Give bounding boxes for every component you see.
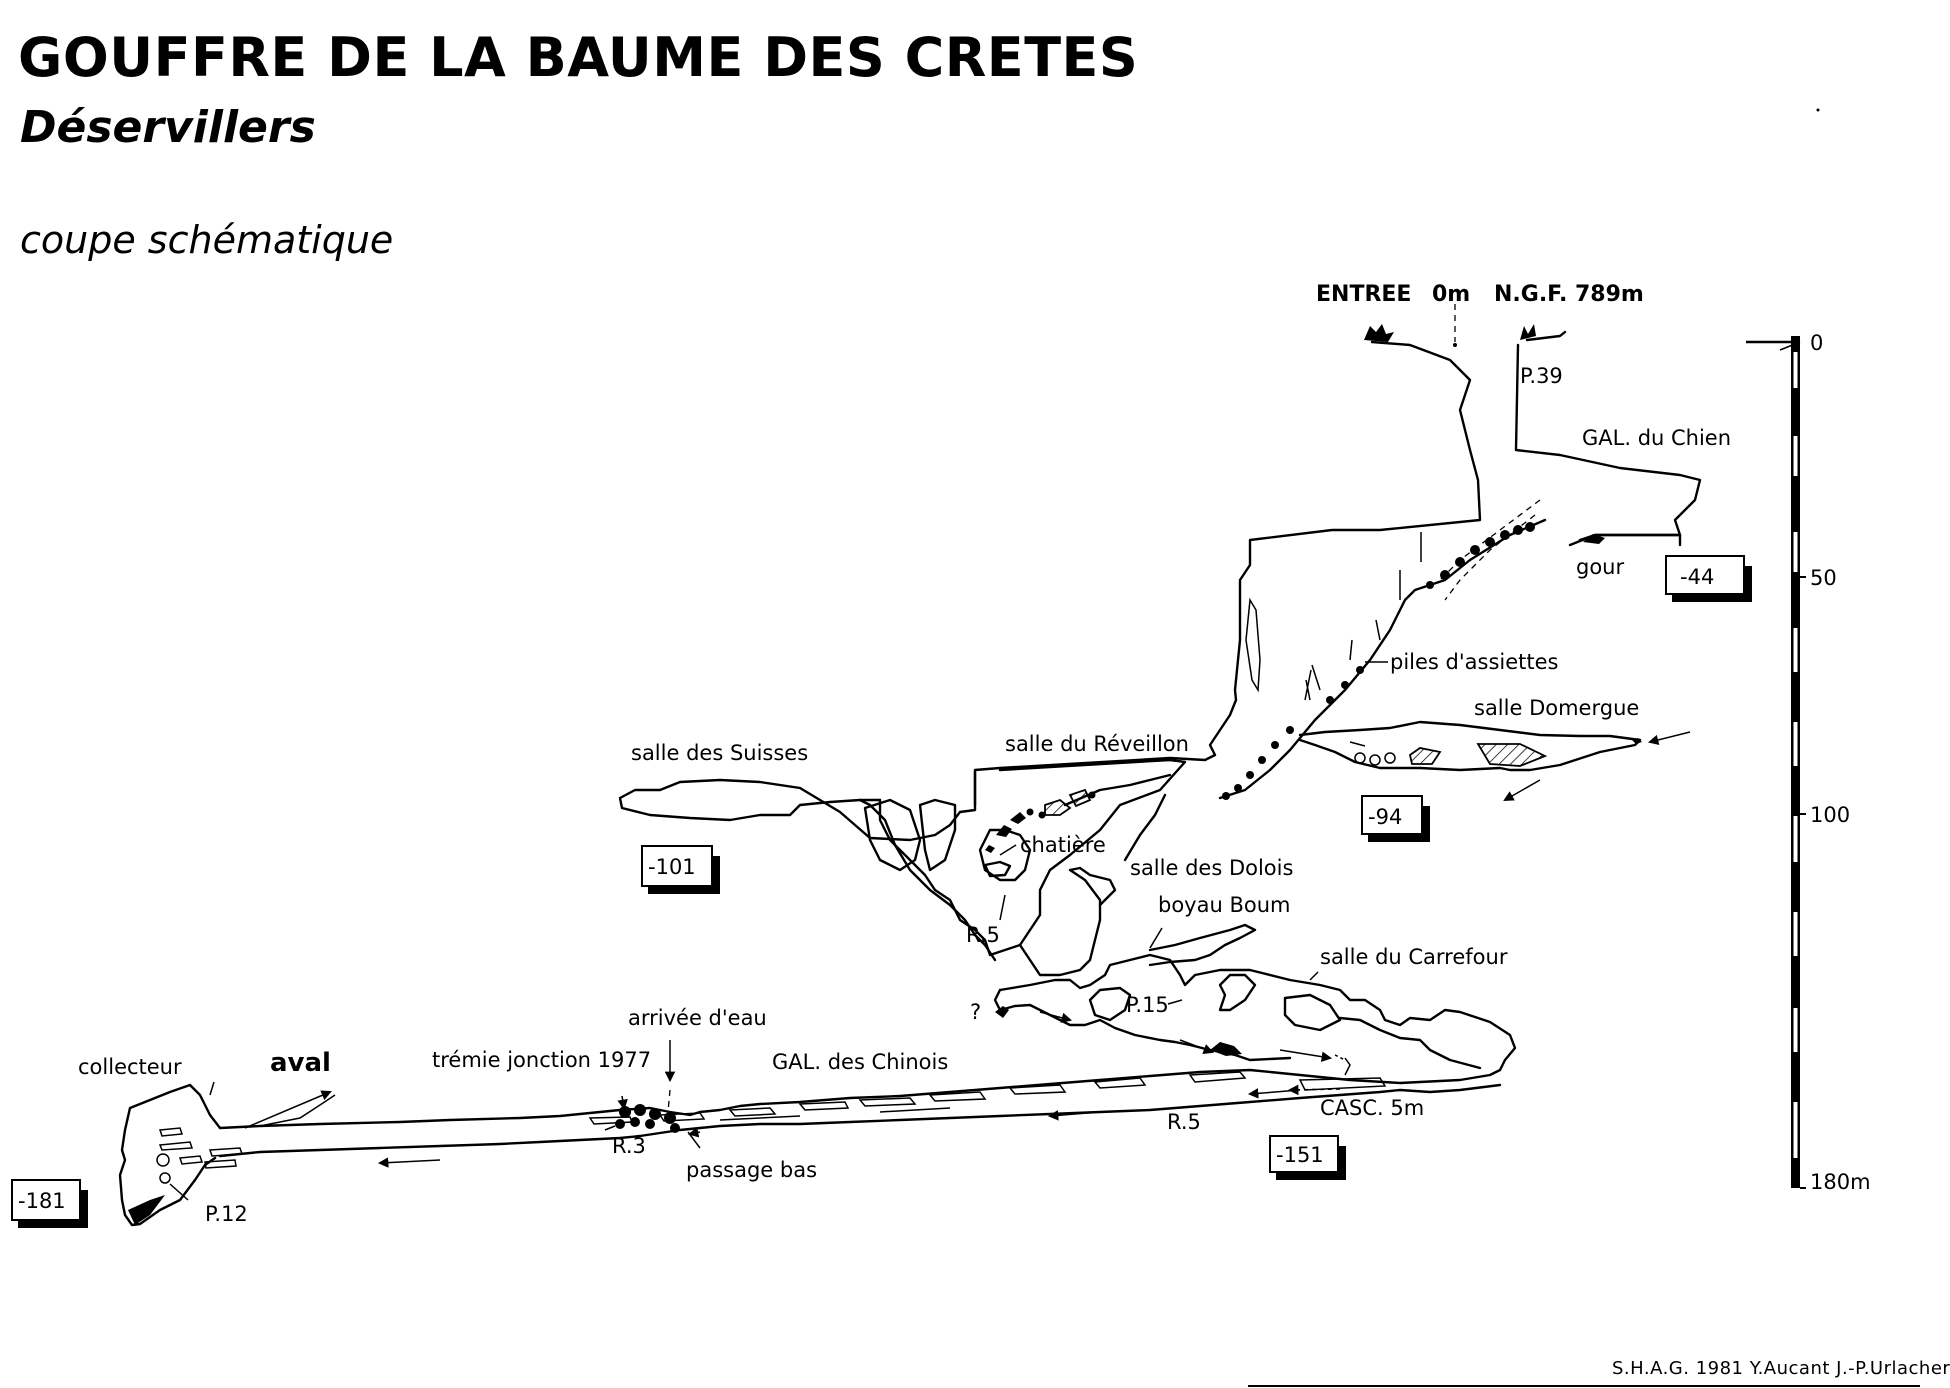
salle-dolois <box>1018 793 1257 977</box>
map-title: GOUFFRE DE LA BAUME DES CRETES <box>18 26 1139 89</box>
label-passage-bas: passage bas <box>686 1158 817 1182</box>
label-salle-suisses: salle des Suisses <box>631 741 808 765</box>
label-p39: P.39 <box>1520 364 1563 388</box>
flow-arrows <box>1503 731 1691 802</box>
section-type-label: coupe schématique <box>20 218 394 262</box>
label-r5-lower: R.5 <box>1167 1110 1201 1134</box>
gal-chien <box>1578 533 1682 547</box>
label-gour: gour <box>1576 555 1624 579</box>
upper-cave-walls <box>973 330 1702 807</box>
collecteur-chamber <box>118 1083 336 1227</box>
map-subtitle: Déservillers <box>20 102 316 153</box>
salle-reveillon-suisses <box>618 758 1187 962</box>
svg-text:-94: -94 <box>1368 805 1402 829</box>
entrance-ngf-label: N.G.F. 789m <box>1494 282 1644 307</box>
salle-domergue <box>1298 720 1642 772</box>
svg-text:-151: -151 <box>1276 1143 1324 1167</box>
scale-tick-50: 50 <box>1810 566 1837 590</box>
survey-credit: S.H.A.G. 1981 Y.Aucant J.-P.Urlacher <box>1612 1358 1950 1379</box>
svg-text:-101: -101 <box>648 855 696 879</box>
leader-lines <box>209 661 1388 1149</box>
gal-des-chinois <box>218 1040 1502 1168</box>
depth-scale: 0 50 100 180m <box>1746 331 1871 1194</box>
salle-carrefour <box>993 953 1517 1072</box>
label-gal-chinois: GAL. des Chinois <box>772 1050 948 1074</box>
svg-text:-44: -44 <box>1680 565 1714 589</box>
label-aval: aval <box>270 1048 331 1078</box>
scale-tick-180m: 180m <box>1810 1170 1871 1194</box>
label-salle-carrefour: salle du Carrefour <box>1320 945 1508 969</box>
depth-box-151: -151 <box>1269 1135 1346 1180</box>
depth-box-181: -181 <box>11 1179 88 1228</box>
label-r3: R.3 <box>612 1134 646 1158</box>
label-r5-upper: R.5 <box>966 923 1000 947</box>
label-gal-chien: GAL. du Chien <box>1582 426 1731 450</box>
label-salle-domergue: salle Domergue <box>1474 696 1639 720</box>
label-tremie: trémie jonction 1977 <box>432 1048 651 1072</box>
label-chatiere: chatière <box>1020 833 1106 857</box>
label-casc: CASC. 5m <box>1320 1096 1424 1120</box>
label-salle-dolois: salle des Dolois <box>1130 856 1293 880</box>
depth-box-44: -44 <box>1665 555 1752 602</box>
label-question: ? <box>970 1000 981 1024</box>
depth-box-101: -101 <box>641 845 720 894</box>
scale-tick-100: 100 <box>1810 803 1850 827</box>
svg-text:-181: -181 <box>18 1189 66 1213</box>
entrance-label: ENTREE <box>1316 282 1411 307</box>
label-p12: P.12 <box>205 1202 248 1226</box>
entrance-zero-label: 0m <box>1432 282 1470 307</box>
entrance-area <box>1364 304 1536 347</box>
label-p15: P.15 <box>1126 993 1169 1017</box>
label-boyau-boum: boyau Boum <box>1158 893 1290 917</box>
label-piles-assiettes: piles d'assiettes <box>1390 650 1558 674</box>
piles-assiettes-formations <box>1222 522 1535 800</box>
label-salle-reveillon: salle du Réveillon <box>1005 732 1189 756</box>
label-collecteur: collecteur <box>78 1055 182 1079</box>
depth-box-94: -94 <box>1361 795 1430 842</box>
scale-tick-0: 0 <box>1810 331 1823 355</box>
label-arrivee-eau: arrivée d'eau <box>628 1006 767 1030</box>
